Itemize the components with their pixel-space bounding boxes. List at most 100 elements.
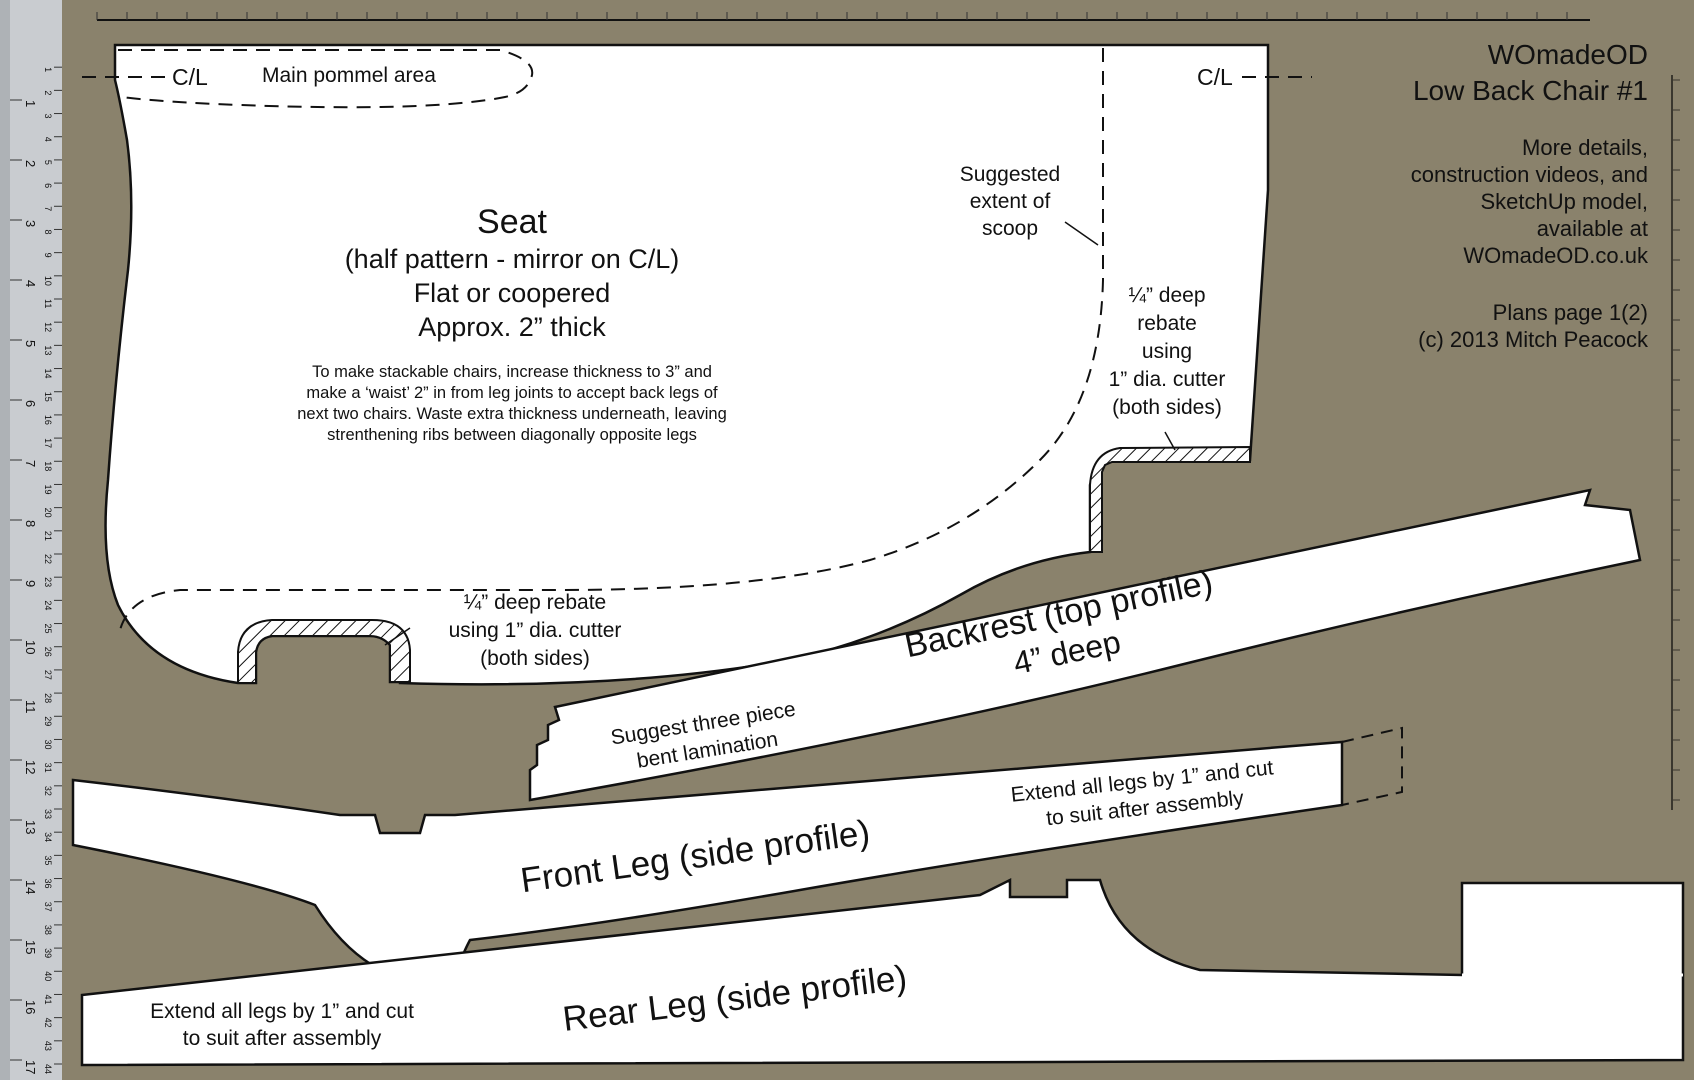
front-leg-piece: Front Leg (side profile) Extend all legs… (71, 726, 1403, 967)
details-line: construction videos, and (1411, 162, 1648, 187)
ruler-inch-label: 6 (23, 400, 38, 407)
svg-text:To make stackable chairs, incr: To make stackable chairs, increase thick… (312, 363, 712, 381)
scoop-note: Suggested extent of scoop (960, 163, 1060, 240)
rebate-hatch-bottom (237, 619, 411, 684)
ruler-cm-label: 43 (43, 1041, 53, 1051)
ruler-cm-label: 17 (43, 438, 53, 448)
left-ruler: 1234567891011121314151617123456789101112… (0, 0, 62, 1080)
svg-text:to suit after assembly: to suit after assembly (183, 1027, 382, 1050)
seat-subtitle: (half pattern - mirror on C/L) (345, 244, 680, 274)
ruler-cm-label: 24 (43, 600, 53, 610)
ruler-inch-label: 10 (23, 640, 38, 654)
front-leg-outline (71, 740, 1344, 967)
ruler-cm-label: 25 (43, 624, 53, 634)
seat-title: Seat (477, 203, 547, 241)
svg-text:¼” deep rebate: ¼” deep rebate (464, 591, 606, 614)
ruler-inch-label: 1 (23, 100, 38, 107)
ruler-cm-label: 37 (43, 902, 53, 912)
ruler-cm-label: 28 (43, 693, 53, 703)
rebate-hatch-right (1089, 445, 1251, 553)
ruler-inch-label: 3 (23, 220, 38, 227)
svg-text:Extend all legs by 1” and cut: Extend all legs by 1” and cut (150, 1000, 414, 1023)
ruler-cm-label: 5 (43, 160, 53, 165)
backrest-piece: Backrest (top profile) 4” deep Suggest t… (528, 488, 1642, 802)
ruler-cm-label: 20 (43, 508, 53, 518)
details-line: More details, (1522, 135, 1648, 160)
ruler-cm-label: 1 (43, 67, 53, 72)
svg-text:¼” deep: ¼” deep (1128, 284, 1205, 307)
brand-name: WOmadeOD (1488, 39, 1648, 70)
ruler-cm-label: 21 (43, 531, 53, 541)
ruler-cm-label: 38 (43, 925, 53, 935)
ruler-cm-label: 23 (43, 577, 53, 587)
website-label: WOmadeOD.co.uk (1463, 243, 1649, 268)
ruler-cm-label: 32 (43, 786, 53, 796)
svg-text:make a ‘waist’ 2” in from leg: make a ‘waist’ 2” in from leg joints to … (306, 384, 718, 402)
ruler-cm-label: 2 (43, 90, 53, 95)
svg-text:using 1” dia. cutter: using 1” dia. cutter (449, 619, 622, 642)
cl-label-left: C/L (172, 64, 208, 90)
svg-text:(both sides): (both sides) (480, 647, 590, 670)
ruler-cm-label: 10 (43, 276, 53, 286)
ruler-inch-label: 4 (23, 280, 38, 287)
ruler-inch-label: 7 (23, 460, 38, 467)
svg-text:Suggested: Suggested (960, 163, 1060, 186)
ruler-cm-label: 13 (43, 345, 53, 355)
ruler-cm-label: 39 (43, 948, 53, 958)
ruler-cm-label: 36 (43, 879, 53, 889)
ruler-inch-label: 17 (23, 1060, 38, 1074)
scoop-extent-line (119, 48, 1104, 631)
cl-label-right: C/L (1197, 64, 1233, 90)
ruler-cm-label: 42 (43, 1018, 53, 1028)
svg-text:extent of: extent of (970, 190, 1051, 213)
ruler-cm-label: 27 (43, 670, 53, 680)
ruler-cm-label: 4 (43, 137, 53, 142)
ruler-cm-label: 41 (43, 994, 53, 1004)
rear-leg-piece: Rear Leg (side profile) Extend all legs … (80, 877, 1685, 1067)
ruler-cm-label: 9 (43, 253, 53, 258)
svg-text:1” dia. cutter: 1” dia. cutter (1109, 368, 1226, 391)
ruler-cm-label: 19 (43, 484, 53, 494)
backrest-outline (528, 488, 1642, 802)
svg-text:scoop: scoop (982, 217, 1038, 240)
ruler-inch-label: 15 (23, 940, 38, 954)
rebate-note-side: ¼” deep rebate using 1” dia. cutter (bot… (1109, 284, 1226, 419)
ruler-inch-label: 16 (23, 1000, 38, 1014)
front-leg-extension (1341, 726, 1403, 806)
rebate-note-bottom: ¼” deep rebate using 1” dia. cutter (bot… (449, 591, 622, 670)
ruler-inch-label: 5 (23, 340, 38, 347)
ruler-cm-label: 35 (43, 855, 53, 865)
svg-text:(both sides): (both sides) (1112, 396, 1222, 419)
pommel-area-outline (118, 49, 534, 109)
ruler-cm-label: 40 (43, 971, 53, 981)
seat-flat-label: Flat or coopered (414, 278, 611, 308)
ruler-cm-label: 29 (43, 716, 53, 726)
ruler-cm-label: 3 (43, 114, 53, 119)
svg-text:next two chairs. Waste extra t: next two chairs. Waste extra thickness u… (297, 405, 727, 423)
ruler-cm-label: 8 (43, 229, 53, 234)
ruler-cm-label: 34 (43, 832, 53, 842)
ruler-inch-label: 13 (23, 820, 38, 834)
ruler-inch-label: 2 (23, 160, 38, 167)
ruler-cm-label: 18 (43, 461, 53, 471)
ruler-inch-label: 8 (23, 520, 38, 527)
ruler-cm-label: 15 (43, 392, 53, 402)
details-line: available at (1537, 216, 1648, 241)
ruler-inch-label: 14 (23, 880, 38, 894)
svg-text:rebate: rebate (1137, 312, 1197, 335)
seat-thickness-label: Approx. 2” thick (418, 312, 606, 342)
details-line: SketchUp model, (1480, 189, 1648, 214)
ruler-cm-label: 14 (43, 369, 53, 379)
ruler-cm-label: 7 (43, 206, 53, 211)
seat-stacking-note: To make stackable chairs, increase thick… (297, 363, 727, 444)
ruler-cm-label: 16 (43, 415, 53, 425)
rear-leg-outline (80, 877, 1685, 1067)
seat-piece: Main pommel area C/L C/L Seat (half patt… (82, 43, 1312, 686)
ruler-cm-label: 11 (43, 299, 53, 308)
ruler-cm-label: 33 (43, 809, 53, 819)
ruler-inch-label: 9 (23, 580, 38, 587)
ruler-inch-label: 11 (23, 700, 38, 714)
page-number: Plans page 1(2) (1493, 300, 1648, 325)
ruler-cm-label: 31 (43, 763, 53, 773)
